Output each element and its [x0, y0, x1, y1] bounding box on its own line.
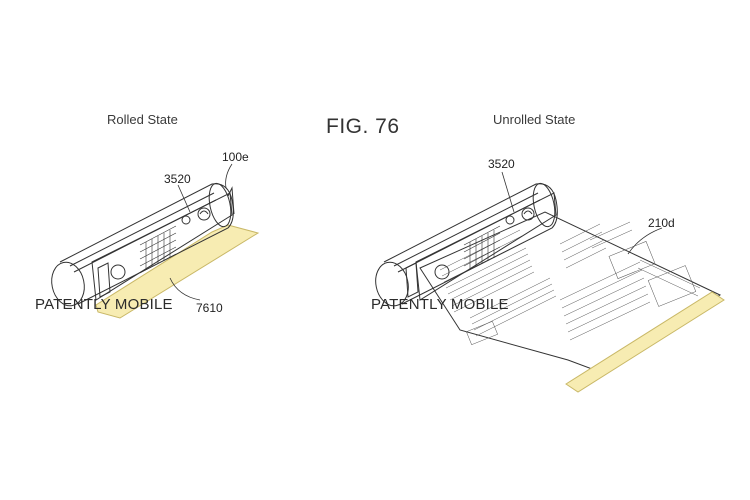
- rolled-sensor-icon: [181, 215, 191, 225]
- unrolled-device: [375, 171, 725, 393]
- leader-3520-left: [177, 184, 191, 213]
- figure-title: FIG. 76: [326, 115, 400, 138]
- label-7610: 7610: [196, 301, 223, 315]
- rolled-yellow-strip: [95, 224, 260, 319]
- rolled-grid: [139, 225, 177, 274]
- watermark-left: PATENTLY MOBILE: [35, 296, 173, 313]
- unrolled-yellow-bar: [565, 291, 725, 393]
- label-210d: 210d: [648, 216, 675, 230]
- caption-unrolled-state: Unrolled State: [493, 112, 576, 127]
- leader-100e: [225, 163, 233, 189]
- rolled-end-cap: [51, 261, 85, 307]
- label-100e: 100e: [222, 150, 249, 164]
- watermark-right: PATENTLY MOBILE: [371, 296, 509, 313]
- caption-rolled-state: Rolled State: [107, 112, 178, 127]
- leader-7610: [169, 277, 201, 301]
- unrolled-end-cap: [375, 261, 409, 307]
- leader-210d: [627, 227, 663, 255]
- label-3520-left: 3520: [164, 172, 191, 186]
- unrolled-sensor-icon: [505, 215, 515, 225]
- rolled-device: [51, 163, 260, 319]
- display-content: [439, 221, 701, 346]
- label-3520-right: 3520: [488, 157, 515, 171]
- unrolled-display-sheet: [419, 211, 722, 373]
- leader-3520-right: [501, 171, 515, 213]
